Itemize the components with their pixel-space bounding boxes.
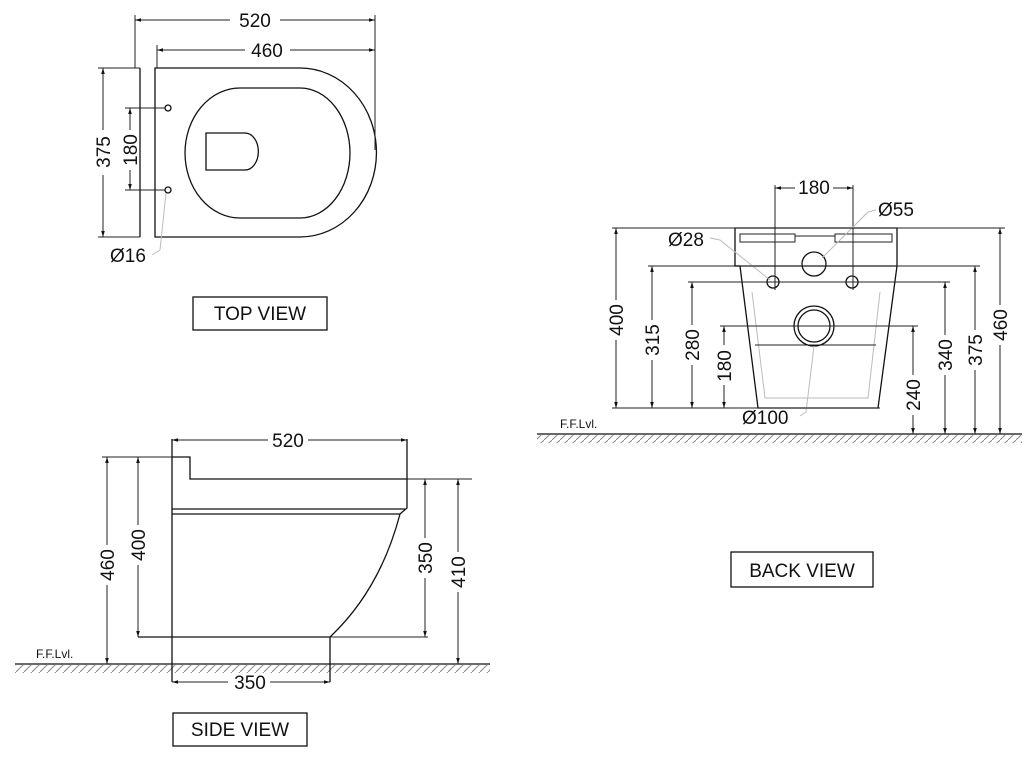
side-h460-dim: 460 — [98, 549, 119, 581]
side-base-dim: 350 — [234, 673, 266, 694]
side-view-title: SIDE VIEW — [191, 720, 289, 741]
side-floor-hatch — [15, 665, 490, 673]
back-h340-dim: 340 — [936, 339, 957, 371]
back-h460-dim: 460 — [991, 309, 1012, 341]
top-view-outline — [139, 67, 378, 238]
top-seat-length-dim: 460 — [251, 41, 283, 62]
side-length-dim: 520 — [272, 431, 304, 452]
back-h375-dim: 375 — [966, 334, 987, 366]
side-floor-label: F.F.Lvl. — [36, 647, 73, 661]
back-outlet-dia-dim: Ø100 — [742, 408, 788, 429]
side-view-outline — [138, 439, 408, 682]
back-fix-hole-dia-dim: Ø28 — [668, 230, 704, 251]
back-hole-spacing-dim: 180 — [798, 178, 830, 199]
back-h280-dim: 280 — [683, 329, 704, 361]
back-h180-dim: 180 — [715, 350, 736, 382]
side-h400-dim: 400 — [129, 529, 150, 561]
side-view: F.F.Lvl. 520 350 460 400 350 410 SIDE — [15, 431, 490, 747]
back-floor-label: F.F.Lvl. — [560, 417, 597, 431]
back-inlet-dia-dim: Ø55 — [878, 200, 914, 221]
floor-hatch — [537, 435, 1022, 443]
back-h315-dim: 315 — [643, 324, 664, 356]
back-h400-dim: 400 — [607, 304, 628, 336]
back-view-outline — [734, 227, 898, 409]
back-view-title: BACK VIEW — [749, 561, 855, 582]
top-width-dim: 375 — [94, 136, 115, 168]
top-length-dim: 520 — [239, 11, 271, 32]
top-hole-spacing-dim: 180 — [121, 134, 142, 166]
side-h350-dim: 350 — [416, 542, 437, 574]
back-view: F.F.Lvl. 180 Ø55 Ø28 Ø100 — [537, 178, 1022, 588]
top-view-title: TOP VIEW — [214, 304, 306, 325]
side-view-label-box — [172, 712, 308, 747]
top-hole-dia-dim: Ø16 — [110, 246, 146, 267]
back-h240-dim: 240 — [904, 379, 925, 411]
back-view-label-box — [730, 551, 874, 588]
top-view: 520 460 375 180 Ø16 TOP VIEW — [94, 11, 378, 331]
side-h410-dim: 410 — [449, 556, 470, 588]
top-view-label-box — [192, 296, 328, 331]
